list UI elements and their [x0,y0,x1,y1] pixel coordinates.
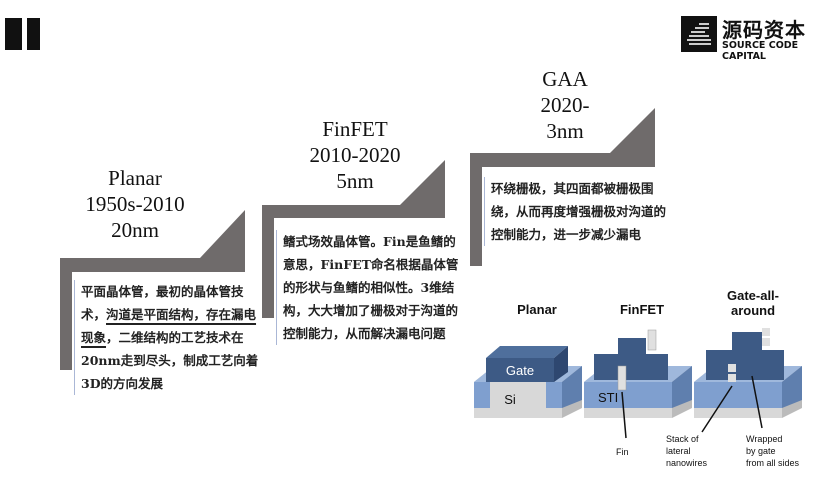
stage-2-title: FinFET 2010-2020 5nm [280,116,430,194]
stage-years: 2010-2020 [309,143,401,167]
stage-years: 1950s-2010 [85,192,185,216]
stage-name: Planar [108,166,162,190]
label-stack-3: nanowires [666,458,708,468]
heading-gaa-2: around [731,303,775,318]
brand-logo-icon [681,16,717,52]
stage-3-title: GAA 2020- 3nm [490,66,640,144]
stage-name: GAA [542,67,588,91]
slide-mark-left [5,18,22,50]
stage-1-title: Planar 1950s-2010 20nm [60,165,210,243]
label-gate: Gate [506,363,534,378]
desc-text: 平面晶体管，最初的晶体管技术， [81,284,244,322]
label-wrapped-2: by gate [746,446,776,456]
desc-text: ，二维结构的工艺技术在20nm走到尽头，制成工艺向着3D的方向发展 [81,330,259,391]
brand-name-en: SOURCE CODE CAPITAL [722,40,799,62]
transistor-structures-figure: Planar FinFET Gate-all- around Gate Si S… [474,288,802,468]
label-wrapped-3: from all sides [746,458,800,468]
slide-mark-right [27,18,40,50]
stage-years: 2020- [540,93,590,117]
stage-1-description: 平面晶体管，最初的晶体管技术，沟道是平面结构，存在漏电现象，二维结构的工艺技术在… [74,280,259,395]
stage-name: FinFET [322,117,388,141]
stage-node: 3nm [546,119,584,143]
planar-device: Gate Si [474,346,582,418]
desc-underlined: 沟道是平面结构，存在漏电现象 [81,307,257,345]
label-wrapped-1: Wrapped [746,434,782,444]
label-si: Si [504,392,516,407]
stage-3-description: 环绕栅极，其四面都被栅极围绕，从而再度增强栅极对沟道的控制能力，进一步减少漏电 [484,177,671,246]
gaa-device: Stack of lateral nanowires Wrapped by ga… [666,328,802,468]
finfet-device: STI Fin [584,329,692,457]
label-stack-2: lateral [666,446,691,456]
stage-2-description: 鳍式场效晶体管。Fin是鱼鳍的意思，FinFET命名根据晶体管的形状与鱼鳍的相似… [276,230,461,345]
heading-planar: Planar [517,302,557,317]
label-stack-1: Stack of [666,434,699,444]
brand-logo: 源码资本 SOURCE CODE CAPITAL [681,16,821,62]
stage-node: 20nm [111,218,159,242]
brand-name-cn: 源码资本 [722,18,806,42]
label-fin: Fin [616,447,629,457]
heading-finfet: FinFET [620,302,664,317]
stage-node: 5nm [336,169,374,193]
label-sti: STI [598,390,618,405]
heading-gaa-1: Gate-all- [727,288,779,303]
